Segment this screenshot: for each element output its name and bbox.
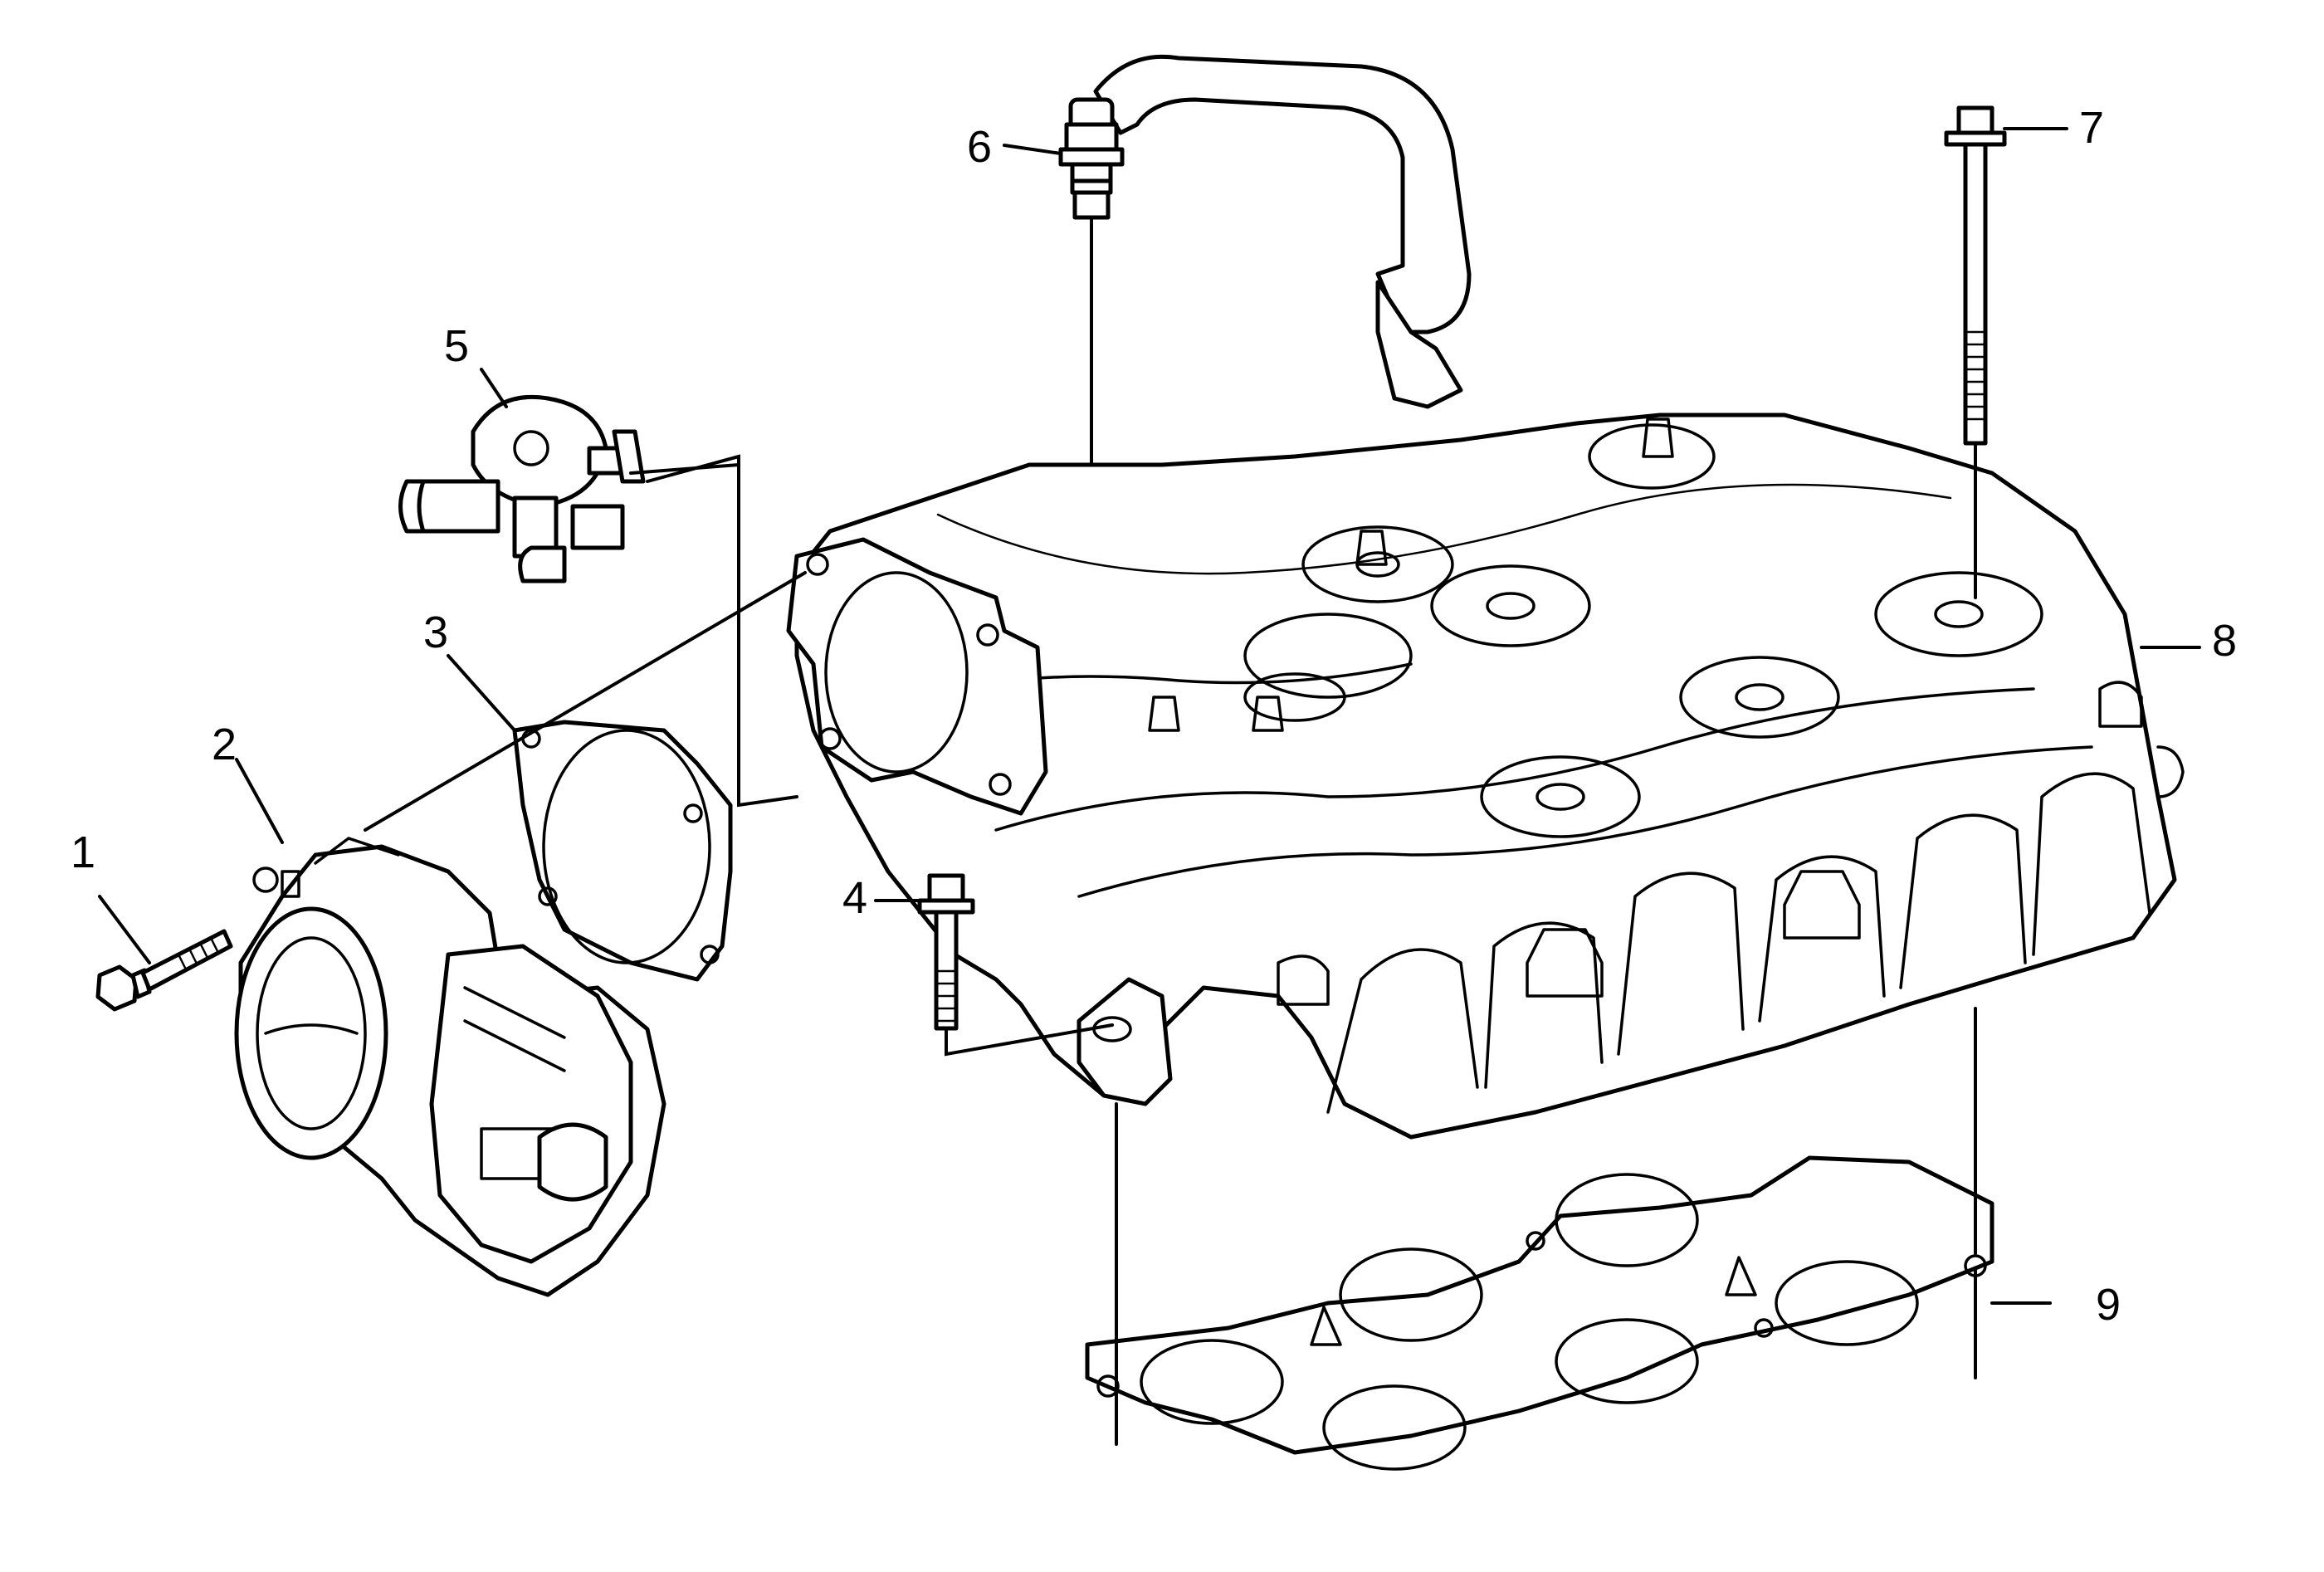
callout-labels: 1 2 3 4 5 6 7 8 9 (71, 103, 2237, 1330)
manifold-throttle-flange (786, 537, 1048, 816)
callout-3: 3 (423, 608, 448, 657)
callout-5: 5 (444, 321, 469, 371)
leader-lines (98, 127, 2201, 1446)
callout-7: 7 (2079, 103, 2104, 153)
callout-6: 6 (967, 122, 992, 172)
pcv-valve (1058, 122, 1125, 220)
upper-intake-manifold (794, 413, 2185, 1140)
callout-1: 1 (71, 827, 95, 877)
pcv-hose-assembly (1068, 54, 1472, 409)
callout-9: 9 (2096, 1280, 2121, 1330)
callout-8: 8 (2212, 616, 2237, 666)
throttle-body-gasket (512, 720, 733, 982)
manifold-mounting-foot (1077, 977, 1173, 1106)
intake-manifold-gasket (1085, 1155, 1994, 1471)
callout-2: 2 (212, 720, 237, 769)
manifold-bolt-long (1944, 105, 2007, 446)
evap-purge-solenoid (398, 394, 646, 583)
throttle-body (234, 837, 666, 1297)
callout-4: 4 (842, 873, 867, 923)
manifold-bolt-short (917, 873, 975, 1031)
throttle-body-bolt (95, 929, 233, 1012)
